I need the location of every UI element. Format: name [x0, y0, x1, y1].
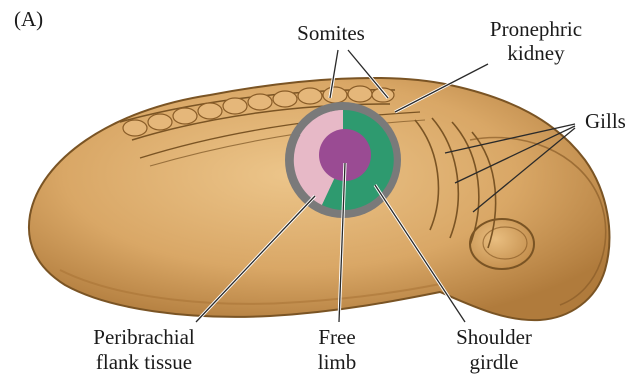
label-pronephric-1: Pronephric — [490, 17, 582, 41]
panel-label: (A) — [14, 7, 43, 31]
label-pronephric-2: kidney — [507, 41, 565, 65]
label-somites: Somites — [297, 21, 365, 45]
label-shoulder-2: girdle — [470, 350, 519, 374]
label-peribrachial-2: flank tissue — [96, 350, 192, 374]
label-free-limb-2: limb — [318, 350, 357, 374]
label-free-limb-1: Free — [318, 325, 355, 349]
label-peribrachial-1: Peribrachial — [93, 325, 195, 349]
label-shoulder-1: Shoulder — [456, 325, 532, 349]
label-gills: Gills — [585, 109, 626, 133]
eye-bump — [470, 219, 534, 269]
